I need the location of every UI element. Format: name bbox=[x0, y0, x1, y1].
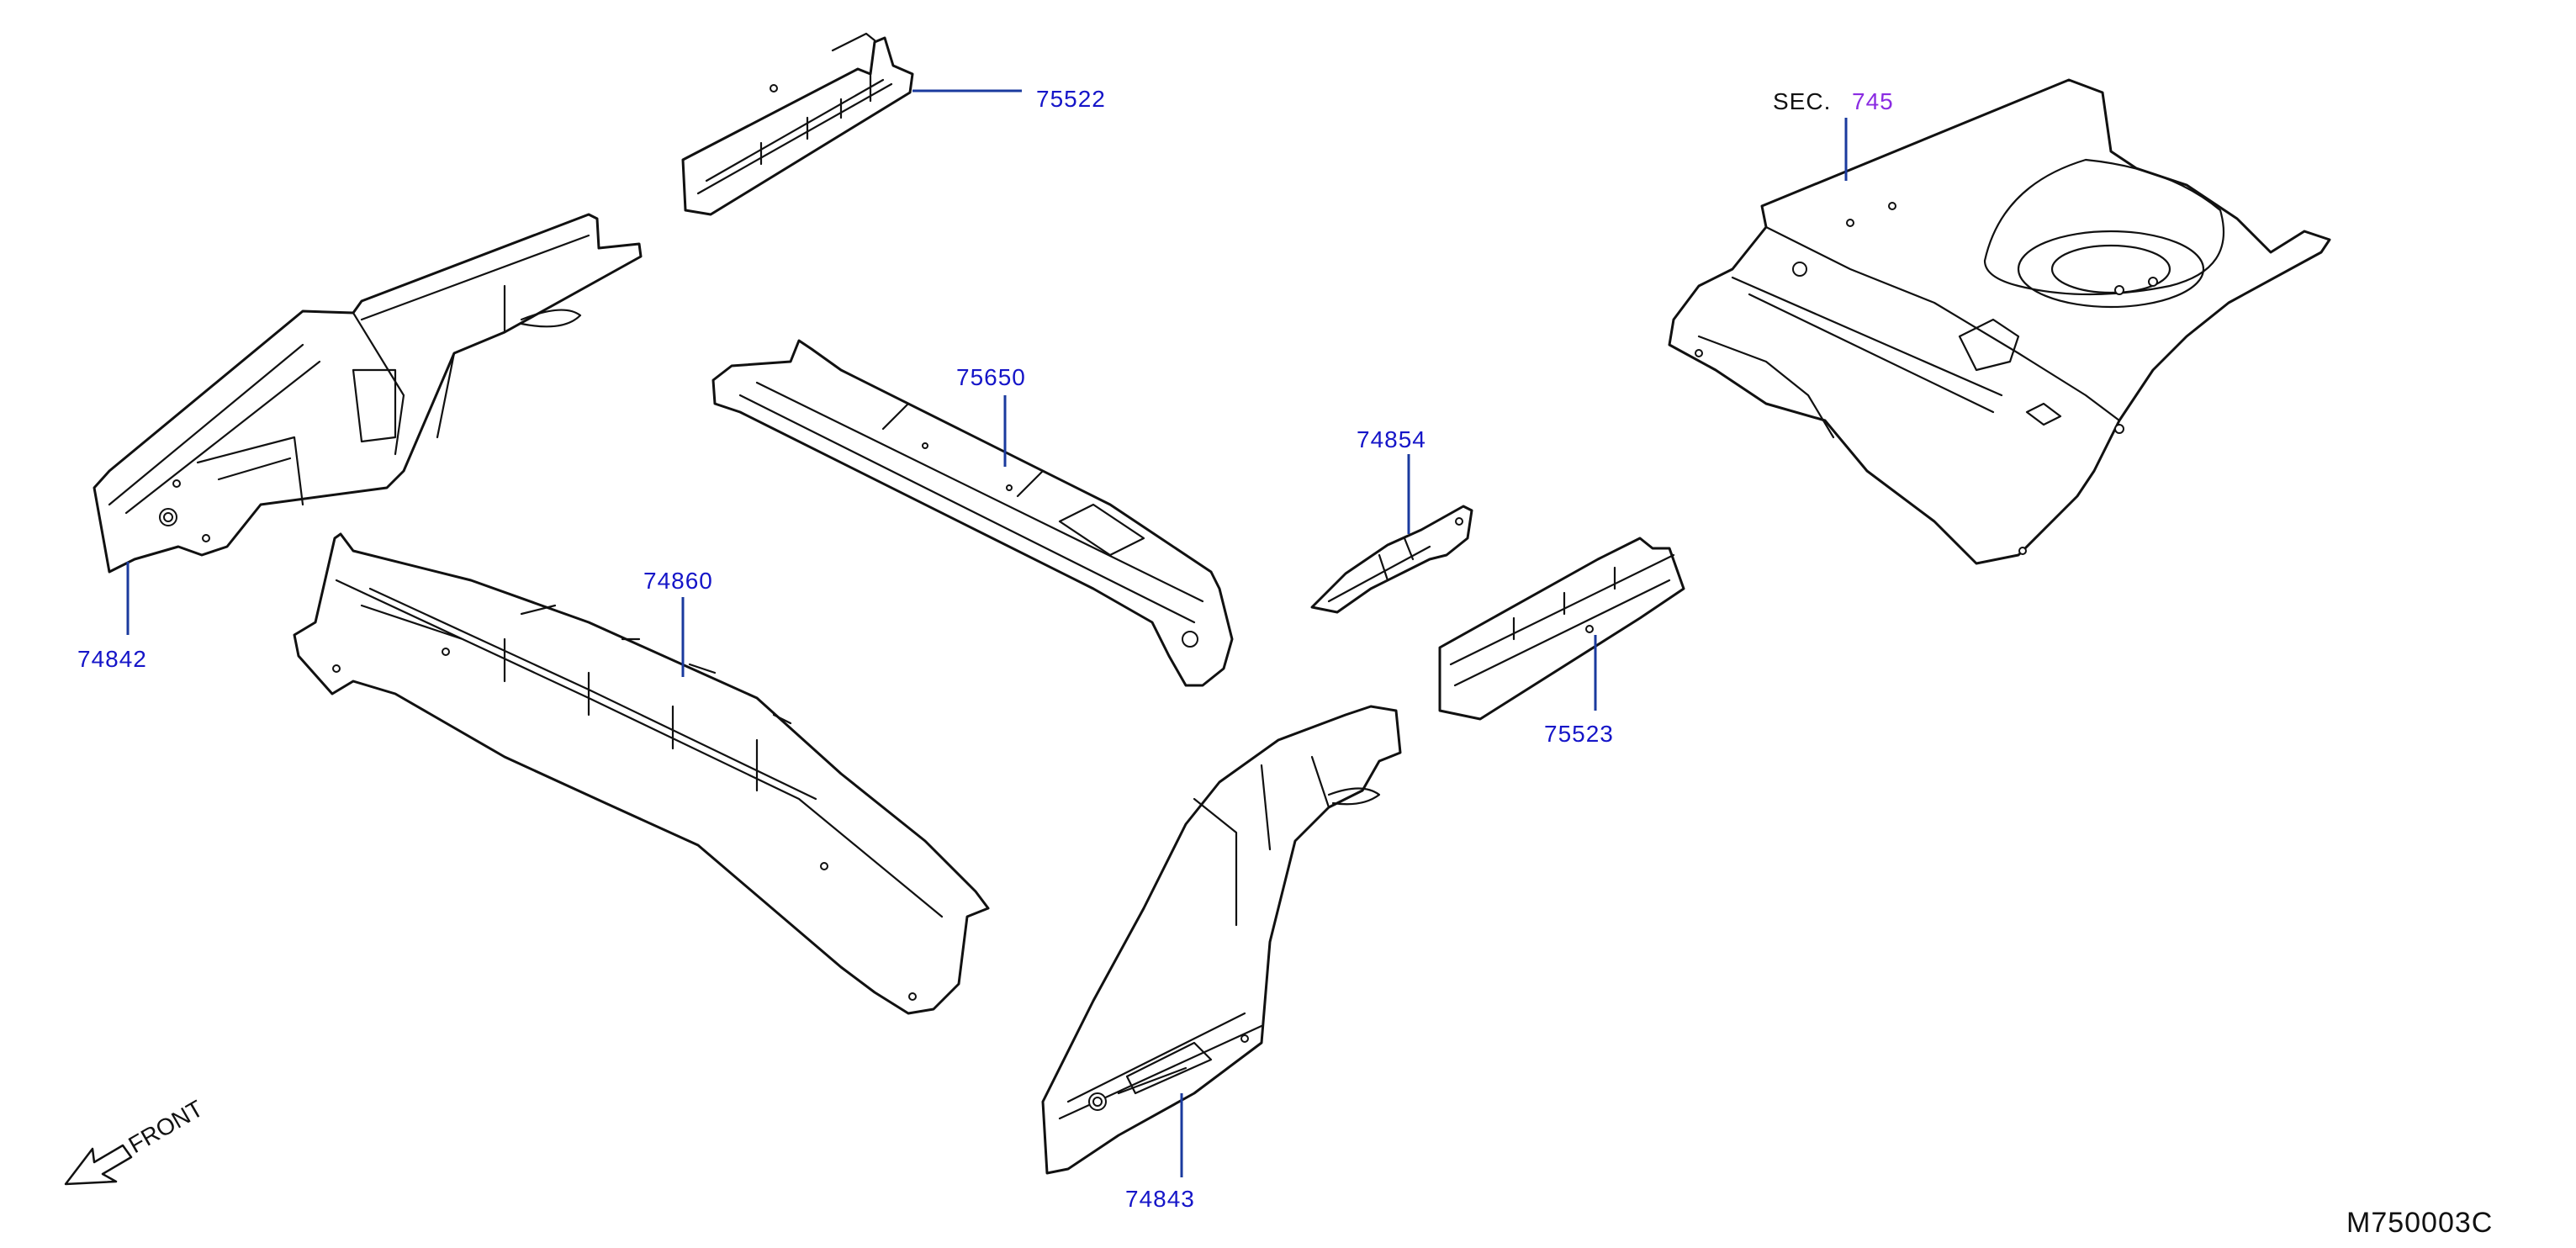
part-74843-drawing[interactable] bbox=[1041, 705, 1402, 1175]
part-75650-drawing[interactable] bbox=[711, 339, 1234, 687]
drawing-code: M750003C bbox=[2346, 1207, 2493, 1239]
part-label-74854[interactable]: 74854 bbox=[1357, 426, 1426, 452]
part-label-74860[interactable]: 74860 bbox=[643, 568, 713, 594]
part-75523-drawing[interactable] bbox=[1438, 537, 1685, 721]
section-number-link[interactable]: 745 bbox=[1852, 88, 1894, 114]
part-74860-drawing[interactable] bbox=[293, 532, 990, 1015]
part-74842-drawing[interactable] bbox=[93, 213, 643, 574]
section-745-floor-drawing[interactable] bbox=[1668, 78, 2331, 565]
section-prefix: SEC. bbox=[1773, 88, 1831, 114]
part-label-75650[interactable]: 75650 bbox=[956, 364, 1026, 390]
part-label-75523[interactable]: 75523 bbox=[1544, 721, 1614, 747]
front-label: FRONT bbox=[124, 1095, 208, 1158]
part-label-75522[interactable]: 75522 bbox=[1036, 86, 1106, 112]
part-75522-drawing[interactable] bbox=[681, 32, 914, 216]
part-label-74842[interactable]: 74842 bbox=[77, 646, 147, 672]
part-label-74843[interactable]: 74843 bbox=[1125, 1186, 1195, 1212]
part-74854-drawing[interactable] bbox=[1310, 505, 1473, 614]
front-arrow-icon bbox=[64, 1144, 133, 1186]
